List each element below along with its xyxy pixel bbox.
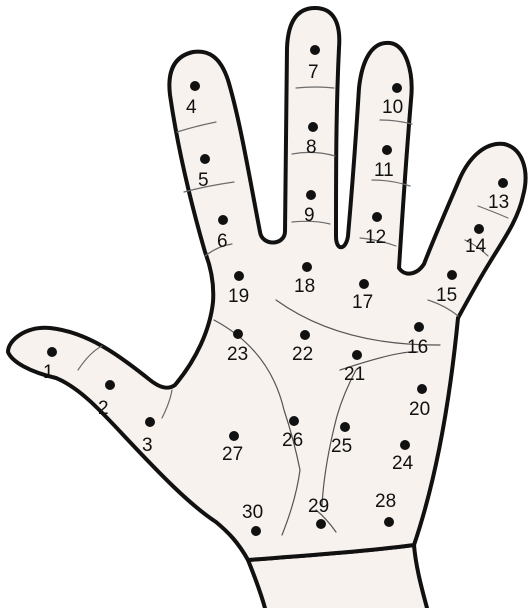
point-label: 20: [409, 399, 430, 420]
point-dot: [308, 122, 318, 132]
point-label: 21: [344, 364, 365, 385]
point-dot: [498, 178, 508, 188]
point-dot: [352, 350, 362, 360]
point-label: 29: [308, 496, 329, 517]
point-dot: [474, 224, 484, 234]
point-dot: [300, 330, 310, 340]
point-dot: [392, 83, 402, 93]
point-dot: [200, 154, 210, 164]
point-label: 15: [436, 285, 457, 306]
point-label: 16: [407, 337, 428, 358]
point-label: 11: [374, 160, 394, 181]
point-label: 8: [306, 137, 317, 158]
point-dot: [340, 422, 350, 432]
point-dot: [414, 322, 424, 332]
point-dot: [306, 190, 316, 200]
point-dot: [417, 384, 427, 394]
point-dot: [234, 271, 244, 281]
point-dot: [233, 329, 243, 339]
point-label: 18: [294, 276, 315, 297]
point-dot: [105, 380, 115, 390]
point-label: 1: [43, 362, 54, 383]
point-6: 6: [217, 215, 228, 252]
point-dot: [229, 431, 239, 441]
point-label: 7: [308, 62, 319, 83]
point-dot: [145, 417, 155, 427]
point-label: 17: [352, 292, 373, 313]
point-dot: [251, 526, 261, 536]
point-label: 25: [331, 436, 352, 457]
point-label: 3: [142, 435, 153, 456]
point-label: 24: [392, 453, 414, 474]
point-dot: [400, 440, 410, 450]
point-dot: [372, 212, 382, 222]
point-label: 27: [222, 444, 243, 465]
point-label: 30: [242, 502, 263, 523]
point-dot: [316, 519, 326, 529]
point-label: 12: [365, 227, 386, 248]
point-label: 6: [217, 231, 228, 252]
point-label: 4: [186, 97, 197, 118]
point-dot: [190, 81, 200, 91]
point-label: 2: [98, 398, 109, 419]
point-label: 13: [488, 192, 509, 213]
point-dot: [382, 145, 392, 155]
point-label: 5: [198, 170, 209, 191]
point-dot: [359, 279, 369, 289]
hand-outline: [8, 8, 526, 560]
point-label: 28: [375, 491, 396, 512]
point-dot: [384, 517, 394, 527]
point-label: 9: [304, 205, 315, 226]
point-dot: [302, 262, 312, 272]
point-label: 10: [382, 97, 403, 118]
point-label: 26: [282, 430, 303, 451]
point-dot: [47, 347, 57, 357]
point-label: 23: [227, 344, 248, 365]
point-dot: [447, 270, 457, 280]
point-dot: [218, 215, 228, 225]
point-dot: [289, 416, 299, 426]
point-label: 14: [465, 236, 487, 257]
point-dot: [310, 45, 320, 55]
point-label: 22: [292, 344, 313, 365]
point-label: 19: [228, 286, 249, 307]
